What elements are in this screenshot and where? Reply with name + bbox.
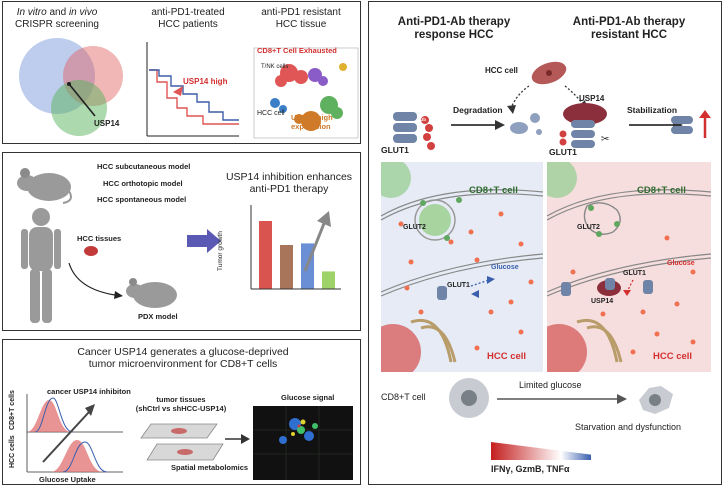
model-orthotopic: HCC orthotopic model bbox=[103, 179, 183, 188]
glut1-right-label: GLUT1 bbox=[549, 147, 577, 157]
slide-arrow bbox=[225, 434, 250, 444]
usp14-glut1-complex: ✂ bbox=[559, 103, 609, 148]
survival-curve bbox=[146, 42, 239, 137]
tumor-growth-bar bbox=[322, 271, 335, 289]
glucose-title: Cancer USP14 generates a glucose-deprive… bbox=[77, 346, 289, 371]
tumor-growth-chart bbox=[250, 205, 341, 290]
hcc-cell-top-label: HCC cell bbox=[485, 66, 518, 75]
hcc-axis-label: HCC cells bbox=[9, 435, 16, 468]
cd8-axis-label: CD8+T cells bbox=[9, 390, 16, 430]
screening-panel: In vitro and in vivo CRISPR screening US… bbox=[2, 1, 361, 144]
starved-cell-icon bbox=[639, 386, 673, 414]
glucose-left-label: Glucose bbox=[491, 264, 519, 271]
stabilization-label: Stabilization bbox=[627, 105, 678, 115]
usp14-top-label: USP14 bbox=[579, 94, 605, 103]
inhibitor-label: cancer USP14 inhibiton bbox=[47, 387, 131, 396]
usp14-high-label: USP14 high bbox=[183, 77, 228, 86]
glut1-mid-right-label: GLUT1 bbox=[623, 270, 646, 277]
umap-tnk-label: T/NK cells bbox=[261, 64, 289, 70]
glut2-right-label: GLUT2 bbox=[577, 224, 600, 231]
human-icon bbox=[21, 208, 61, 323]
svg-text:✂: ✂ bbox=[601, 134, 609, 145]
glucose-right-label: Glucose bbox=[667, 260, 695, 267]
model-subcutaneous: HCC subcutaneous model bbox=[97, 162, 191, 171]
flow-histogram bbox=[26, 394, 123, 473]
cytokine-gradient bbox=[491, 442, 591, 460]
resistant-scene-art bbox=[547, 162, 711, 372]
spatial-label: Spatial metabolomics bbox=[171, 463, 249, 472]
tumor-growth-bar bbox=[280, 245, 293, 289]
glucose-signal-label: Glucose signal bbox=[281, 393, 335, 402]
glucose-uptake-label: Glucose Uptake bbox=[39, 475, 96, 484]
venn-diagram bbox=[19, 38, 123, 136]
hcc-right-label: HCC cell bbox=[653, 351, 693, 362]
ub-left-label: Ub bbox=[420, 117, 426, 122]
limited-arrow bbox=[497, 394, 627, 404]
tumor-tissues-label: tumor tissues(shCtrl vs shHCC-USP14) bbox=[135, 395, 227, 413]
metabolism-panel: Cancer USP14 generates a glucose-deprive… bbox=[2, 339, 361, 485]
venn-usp14-label: USP14 bbox=[94, 119, 120, 128]
mouse-icon bbox=[17, 168, 72, 204]
big-arrow-icon bbox=[187, 229, 221, 253]
cd8-bottom-icon bbox=[449, 378, 489, 418]
degradation-arrow bbox=[451, 120, 505, 130]
tumor-growth-label: Tumor growth bbox=[217, 231, 224, 271]
cd8-bottom-label: CD8+T cell bbox=[381, 392, 426, 402]
pdx-model-label: PDX model bbox=[138, 312, 178, 321]
glucose-signal-map bbox=[253, 406, 353, 480]
starvation-label: Starvation and dysfunction bbox=[575, 422, 682, 432]
pdx-mouse-icon bbox=[126, 278, 177, 308]
glut2-left-label: GLUT2 bbox=[403, 224, 426, 231]
glut1-left-label: GLUT1 bbox=[381, 145, 409, 155]
stable-glut1-icon bbox=[671, 110, 711, 138]
hcc-left-label: HCC cell bbox=[487, 351, 527, 362]
usp14-mid-label: USP14 bbox=[591, 298, 614, 305]
hcc-cell-top-icon bbox=[531, 61, 567, 85]
degradation-label: Degradation bbox=[453, 105, 503, 115]
limited-glucose-label: Limited glucose bbox=[519, 380, 582, 390]
model-panel: HCC subcutaneous model HCC orthotopic mo… bbox=[2, 152, 361, 331]
tissue-slides bbox=[140, 423, 224, 461]
hcc-tissues-label: HCC tissues bbox=[77, 234, 122, 243]
cd8-left-label: CD8+T cell bbox=[469, 185, 518, 196]
degraded-fragments bbox=[510, 113, 542, 135]
umap-plot bbox=[253, 47, 359, 139]
resistant-cell-scene: CD8+T cell GLUT2 Glucose GLUT1 USP14 HCC… bbox=[547, 162, 711, 372]
glut1-left-icon bbox=[393, 112, 435, 150]
glut1-mid-left-label: GLUT1 bbox=[447, 282, 470, 289]
cd8-right-label: CD8+T cell bbox=[637, 185, 686, 196]
tissue-arrow bbox=[68, 246, 123, 299]
model-spontaneous: HCC spontaneous model bbox=[97, 195, 187, 204]
umap-hcc-label: HCC cell bbox=[257, 110, 285, 117]
cytokines-label: IFNγ, GzmB, TNFα bbox=[491, 464, 570, 474]
umap-cd8-label: CD8+T Cell Exhausted bbox=[257, 46, 337, 55]
screening-title: In vitro and in vivo CRISPR screening bbox=[15, 7, 99, 30]
tumor-growth-bar bbox=[259, 221, 272, 289]
response-cell-scene: CD8+T cell GLUT2 Glucose GLUT1 HCC cell bbox=[381, 162, 543, 372]
response-scene-art bbox=[381, 162, 543, 372]
